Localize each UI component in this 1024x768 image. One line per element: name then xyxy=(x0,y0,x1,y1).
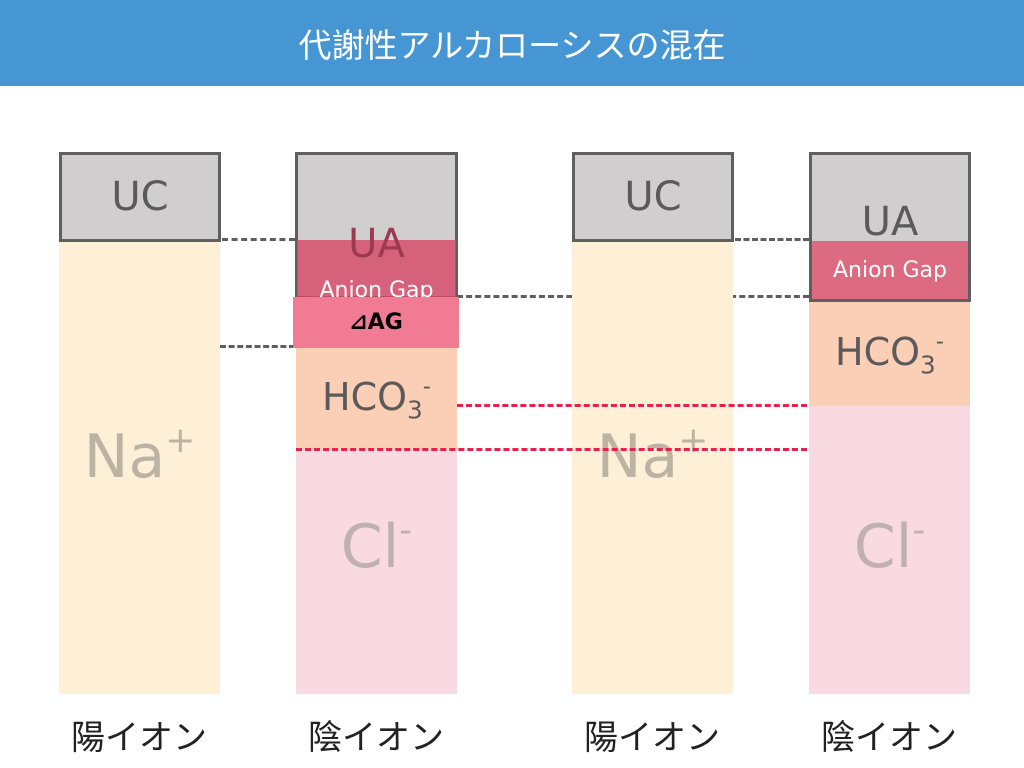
page-title: 代謝性アルカローシスの混在 xyxy=(0,0,1024,86)
cation-label-right: 陽イオン xyxy=(584,718,720,758)
anion-label-left: 陰イオン xyxy=(308,718,444,758)
hco3-bar-left: HCO3- xyxy=(296,348,457,450)
cation-label-left: 陽イオン xyxy=(71,718,207,758)
hco3-bar-right: HCO3- xyxy=(809,302,970,406)
cl-label-right: Cl- xyxy=(853,510,926,583)
anion-gap-right: Anion Gap xyxy=(812,241,968,299)
ua-label-left: UA xyxy=(348,221,405,267)
delta-ag-box: ⊿AG xyxy=(293,297,459,348)
na-label-left: Na+ xyxy=(83,420,196,493)
red-dashed-line-cl xyxy=(296,448,807,451)
cl-bar-left xyxy=(296,450,457,694)
dashed-line-na-dag xyxy=(220,345,295,348)
uc-box-left: UC xyxy=(59,152,221,242)
dashed-line-uc-right xyxy=(735,238,809,241)
cl-bar-right xyxy=(809,406,970,694)
anion-label-right: 陰イオン xyxy=(821,718,957,758)
na-bar-left xyxy=(59,240,220,694)
anion-gap-left: Anion Gap xyxy=(297,240,456,297)
na-bar-right xyxy=(572,240,733,694)
red-dashed-line-hco3 xyxy=(457,404,807,407)
dashed-line-uc-left xyxy=(222,238,295,241)
cl-label-left: Cl- xyxy=(340,510,413,583)
uc-box-right: UC xyxy=(572,152,734,242)
na-label-right: Na+ xyxy=(596,420,709,493)
